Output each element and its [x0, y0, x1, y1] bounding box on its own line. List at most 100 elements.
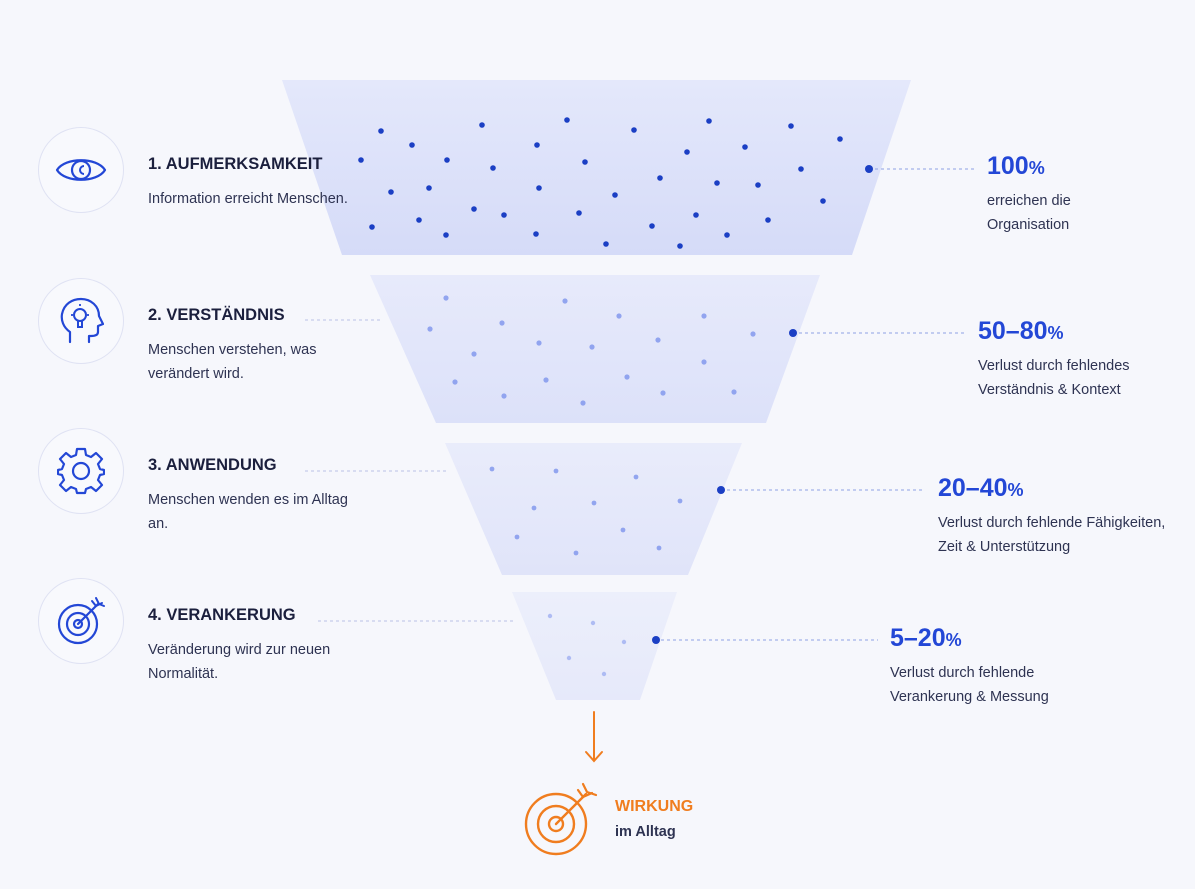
funnel-dot [501, 212, 507, 218]
stage-3-percent-symbol: % [1007, 480, 1024, 500]
funnel-dot [534, 142, 540, 148]
funnel-dot [724, 232, 730, 238]
funnel-dot [649, 223, 655, 229]
funnel-dot [409, 142, 415, 148]
funnel-dot [514, 534, 520, 540]
funnel-dot [533, 231, 539, 237]
target-arrow-icon [57, 597, 105, 645]
funnel-dot [655, 337, 661, 343]
funnel-dot [566, 655, 572, 661]
funnel-dot [452, 379, 458, 385]
funnel-dot [388, 189, 394, 195]
stage-4-title: 4. VERANKERUNG [148, 606, 296, 624]
arrow-down-icon [585, 711, 603, 763]
funnel-dot [536, 340, 542, 346]
funnel-dot [443, 232, 449, 238]
connector-dot-2 [789, 329, 797, 337]
stage-4-icon-circle [38, 578, 124, 664]
stage-1-percent: 100 [987, 152, 1029, 180]
stage-2-stat: 50–80% Verlust durch fehlendes Verständn… [978, 317, 1168, 402]
funnel-dot [837, 136, 843, 142]
funnel-dot [693, 212, 699, 218]
funnel-dot [589, 344, 595, 350]
funnel-dot [471, 206, 477, 212]
funnel-dot [742, 144, 748, 150]
funnel-dot [616, 313, 622, 319]
funnel-dot [591, 500, 597, 506]
funnel-dot [536, 185, 542, 191]
funnel-dot [426, 185, 432, 191]
funnel-dot [701, 359, 707, 365]
funnel-segment-2 [370, 275, 820, 423]
stage-4-percent-symbol: % [945, 630, 962, 650]
funnel-dot [706, 118, 712, 124]
funnel-dot [489, 466, 495, 472]
connector-dot-1 [865, 165, 873, 173]
funnel-dot [714, 180, 720, 186]
head-lightbulb-icon [60, 297, 104, 344]
funnel-dot [612, 192, 618, 198]
funnel-dot [701, 313, 707, 319]
funnel-dots [358, 117, 843, 677]
result-title: WIRKUNG [615, 798, 694, 815]
eye-icon [55, 159, 107, 181]
funnel-dot [755, 182, 761, 188]
stage-2-title: 2. VERSTÄNDNIS [148, 306, 285, 324]
stage-2-percent-description: Verlust durch fehlendes Verständnis & Ko… [978, 358, 1130, 398]
funnel-dot [501, 393, 507, 399]
stage-3-icon-circle [38, 428, 124, 514]
funnel-dot [820, 198, 826, 204]
funnel-dot [765, 217, 771, 223]
funnel-dot [553, 468, 559, 474]
funnel-dot [562, 298, 568, 304]
funnel-dot [788, 123, 794, 129]
stage-3-title: 3. ANWENDUNG [148, 456, 277, 474]
funnel-dot [633, 474, 639, 480]
funnel-dot [677, 498, 683, 504]
funnel-dot [369, 224, 375, 230]
stage-3-percent: 20–40 [938, 474, 1008, 502]
funnel-dot [624, 374, 630, 380]
funnel-dot [660, 390, 666, 396]
funnel-dot [378, 128, 384, 134]
funnel-dot [580, 400, 586, 406]
funnel-dot [590, 620, 596, 626]
stage-2-description: Menschen verstehen, was verändert wird. [148, 342, 317, 382]
funnel-dot [601, 671, 607, 677]
gear-icon [57, 447, 105, 495]
funnel-dot [621, 639, 627, 645]
funnel-dot [443, 295, 449, 301]
stage-4-percent-description: Verlust durch fehlende Verankerung & Mes… [890, 665, 1049, 705]
stage-2-percent: 50–80 [978, 317, 1048, 345]
funnel-dot [479, 122, 485, 128]
funnel-dot [427, 326, 433, 332]
stage-1-stat: 100% erreichen die Organisation [987, 152, 1107, 237]
funnel-dot [490, 165, 496, 171]
connector-dot-4 [652, 636, 660, 644]
stage-1-percent-description: erreichen die Organisation [987, 193, 1071, 233]
funnel-dot [750, 331, 756, 337]
stage-4-percent: 5–20 [890, 624, 946, 652]
funnel-dot [631, 127, 637, 133]
funnel-segment-1 [282, 80, 911, 255]
funnel-dot [620, 527, 626, 533]
funnel-dot [416, 217, 422, 223]
stage-1-description: Information erreicht Menschen. [148, 191, 348, 207]
funnel-dot [656, 545, 662, 551]
result-subtitle: im Alltag [615, 824, 676, 840]
stage-2-percent-symbol: % [1047, 323, 1064, 343]
funnel-segment-3 [445, 443, 742, 575]
funnel-dot [471, 351, 477, 357]
funnel-dot [731, 389, 737, 395]
funnel-segment-4 [512, 592, 677, 700]
target-arrow-icon [524, 782, 598, 856]
result-block: WIRKUNG im Alltag [520, 780, 760, 860]
funnel-dot [603, 241, 609, 247]
funnel-dot [358, 157, 364, 163]
funnel-dot [547, 613, 553, 619]
stage-2-icon-circle [38, 278, 124, 364]
stage-4-stat: 5–20% Verlust durch fehlende Verankerung… [890, 624, 1080, 709]
funnel-dot [677, 243, 683, 249]
funnel-dot [684, 149, 690, 155]
